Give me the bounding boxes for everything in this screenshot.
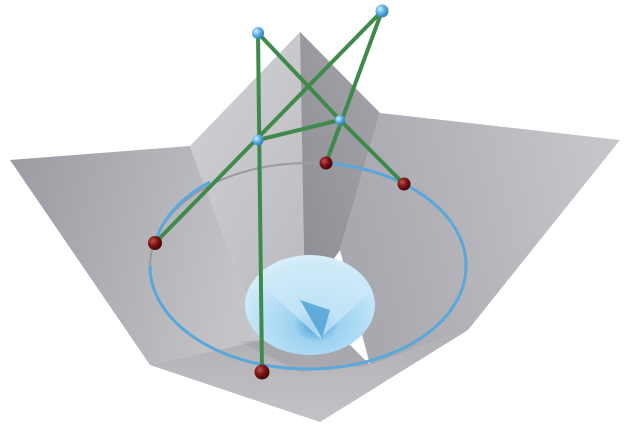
top-joint-1: [252, 27, 264, 39]
base-joint-2: [319, 156, 333, 170]
base-joint-4: [254, 364, 270, 380]
top-joint-3: [252, 134, 264, 146]
top-joint-4: [335, 115, 345, 125]
rod-2: [256, 31, 342, 122]
top-joint-2: [375, 4, 389, 18]
central-cone: [258, 262, 372, 338]
circular-track-upper: [153, 161, 405, 244]
rod-4: [153, 9, 384, 245]
linkage-rods: [153, 9, 406, 374]
base-joint-3: [397, 177, 411, 191]
rod-5: [324, 9, 384, 165]
rod-3: [338, 118, 406, 186]
right-wall: [340, 113, 620, 365]
circular-track: [148, 182, 468, 371]
base-joint-1: [148, 236, 162, 250]
rod-6: [256, 118, 342, 142]
cone-apex-highlight: [300, 300, 330, 338]
rod-1: [256, 31, 264, 374]
